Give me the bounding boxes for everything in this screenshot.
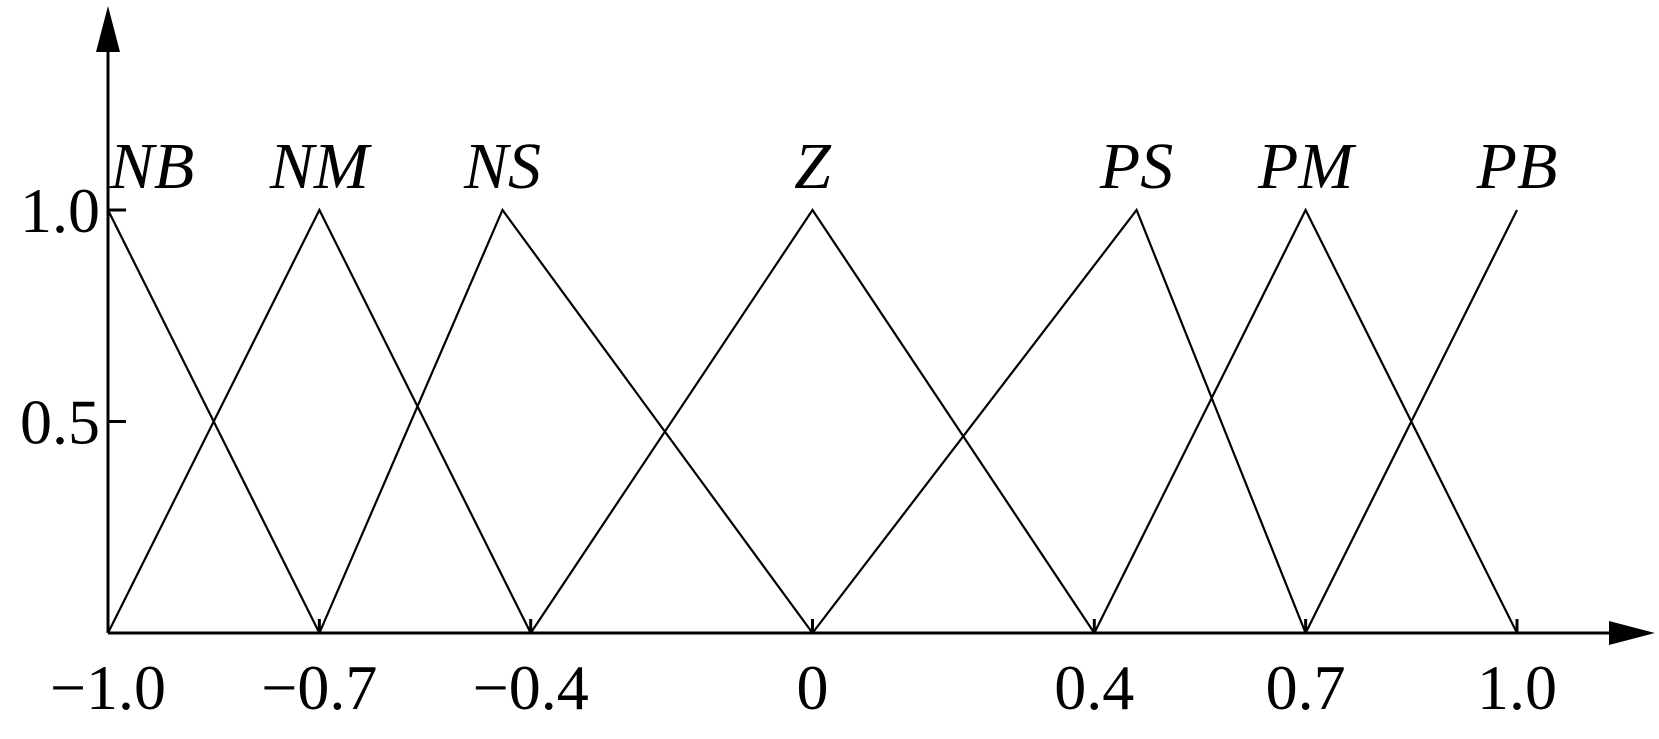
set-label-z: Z <box>794 130 832 203</box>
x-tick-label: −1.0 <box>50 652 166 723</box>
y-tick-label: 0.5 <box>20 387 100 458</box>
membership-line-ps <box>811 207 1307 634</box>
set-label-ns: NS <box>463 130 541 203</box>
x-tick-label: −0.7 <box>261 652 377 723</box>
membership-line-nm <box>107 207 532 634</box>
membership-line-pb <box>1304 209 1518 634</box>
x-axis-arrow-icon <box>1609 621 1655 645</box>
x-tick-label: 1.0 <box>1477 652 1557 723</box>
membership-line-ns <box>318 207 814 634</box>
x-tick-label: −0.4 <box>473 652 589 723</box>
set-label-nm: NM <box>269 130 373 203</box>
y-axis-arrow-icon <box>96 6 120 52</box>
x-tick-label: 0.4 <box>1054 652 1134 723</box>
y-tick-label: 1.0 <box>20 175 100 246</box>
membership-line-z <box>529 208 1096 634</box>
membership-line-pm <box>1093 207 1518 634</box>
set-label-ps: PS <box>1099 130 1173 203</box>
x-tick-label: 0 <box>797 652 829 723</box>
membership-functions <box>107 207 1518 634</box>
set-label-nb: NB <box>109 130 194 203</box>
x-tick-label: 0.7 <box>1266 652 1346 723</box>
set-label-pm: PM <box>1257 130 1357 203</box>
set-label-pb: PB <box>1476 130 1558 203</box>
